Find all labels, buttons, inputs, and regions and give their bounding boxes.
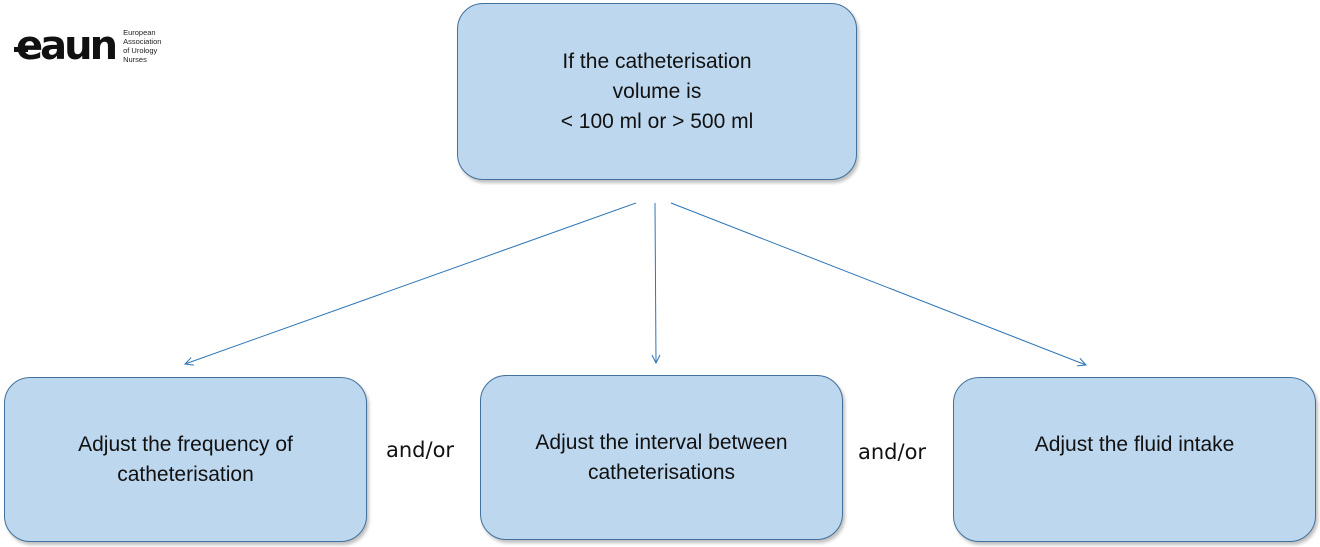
logo-line: European [123, 28, 156, 37]
connector-and-or: and/or [386, 438, 455, 462]
action-line: Adjust the frequency of [78, 433, 293, 456]
condition-line: < 100 ml or > 500 ml [560, 109, 754, 133]
arrow-to-frequency [185, 202, 637, 364]
action-box-fluid-intake: Adjust the fluid intake [953, 377, 1316, 542]
condition-line: volume is [612, 79, 702, 103]
condition-line: If the catheterisation [562, 49, 752, 73]
logo-mark: eaun [13, 23, 118, 69]
action-line: catheterisations [587, 461, 736, 484]
action-box-frequency: Adjust the frequency of catheterisation [4, 377, 367, 542]
action-line: Adjust the interval between [535, 431, 788, 454]
logo-line: Nurses [123, 55, 147, 64]
action-line: Adjust the fluid intake [1034, 433, 1235, 456]
logo-line: Association [123, 37, 162, 46]
arrow-to-fluid [670, 202, 1086, 365]
condition-box: If the catheterisation volume is < 100 m… [457, 3, 857, 180]
logo-line: of Urology [123, 46, 158, 55]
action-line: catheterisation [117, 463, 254, 486]
arrow-to-interval [655, 202, 656, 363]
eaun-logo: eaun European Association of Urology Nur… [13, 23, 161, 69]
logo-text: European Association of Urology Nurses [123, 28, 161, 64]
connector-and-or: and/or [858, 440, 927, 464]
action-box-interval: Adjust the interval between catheterisat… [480, 375, 843, 540]
